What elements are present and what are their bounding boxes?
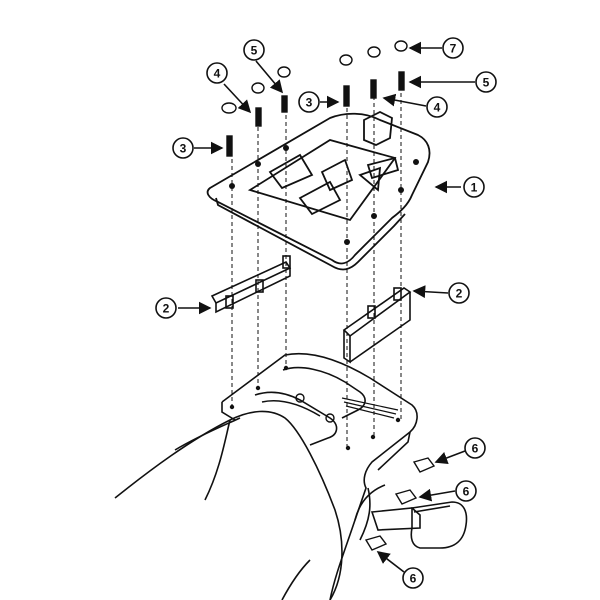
callout-2-left: 2 <box>155 297 177 319</box>
callout-label: 3 <box>180 142 187 156</box>
callout-1: 1 <box>463 176 485 198</box>
spacer-bracket-left <box>210 255 292 314</box>
frame-holes <box>229 365 401 451</box>
callout-6-bottom: 6 <box>402 567 424 589</box>
callout-6-top: 6 <box>464 437 486 459</box>
callout-label: 5 <box>251 44 258 58</box>
callout-label: 5 <box>483 76 490 90</box>
rack-plate <box>206 110 431 271</box>
callout-3-right: 3 <box>298 91 320 113</box>
callout-label: 2 <box>163 302 170 316</box>
callout-label: 4 <box>214 67 221 81</box>
tail-light <box>370 501 468 549</box>
callout-label: 7 <box>450 42 457 56</box>
rear-frame <box>221 352 418 600</box>
callout-5-left: 5 <box>243 39 265 61</box>
spacer-bracket-right <box>342 287 412 364</box>
callout-label: 6 <box>410 572 417 586</box>
callout-label: 6 <box>463 485 470 499</box>
callout-4-left: 4 <box>206 62 228 84</box>
bolts <box>221 40 408 157</box>
callout-5-right: 5 <box>475 71 497 93</box>
callout-2-right: 2 <box>448 282 470 304</box>
clip-nuts <box>364 457 436 551</box>
callout-leaders <box>178 41 475 573</box>
alignment-lines <box>231 86 402 448</box>
callout-label: 6 <box>472 442 479 456</box>
callout-label: 3 <box>306 96 313 110</box>
motorcycle-seat <box>114 410 343 600</box>
callout-label: 4 <box>434 101 441 115</box>
callout-7: 7 <box>442 37 464 59</box>
callout-6-middle: 6 <box>455 480 477 502</box>
frame-strap <box>341 397 399 419</box>
callout-3-left: 3 <box>172 137 194 159</box>
callout-label: 2 <box>456 287 463 301</box>
callout-4-right: 4 <box>426 96 448 118</box>
callout-label: 1 <box>471 181 478 195</box>
